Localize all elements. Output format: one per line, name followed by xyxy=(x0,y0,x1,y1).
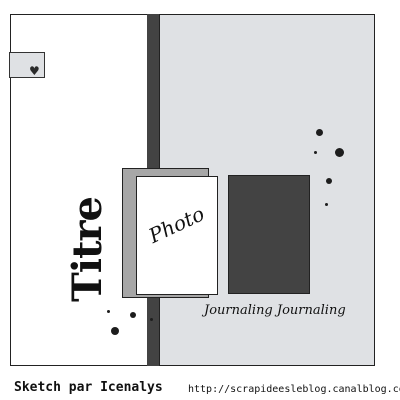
embellishment-dot xyxy=(107,310,110,313)
embellishment-dot xyxy=(325,203,328,206)
embellishment-dot xyxy=(335,148,344,157)
sketch-credit: Sketch par Icenalys xyxy=(14,380,163,395)
embellishment-dot xyxy=(130,312,136,318)
heart-icon: ♥ xyxy=(29,64,40,78)
embellishment-dot xyxy=(326,178,332,184)
heart-tag: ♥ xyxy=(9,52,45,78)
embellishment-dot xyxy=(314,151,317,154)
photo-frame xyxy=(136,176,218,295)
blog-url: http://scrapideesleblog.canalblog.com xyxy=(188,384,400,395)
dark-photo-block xyxy=(228,175,310,294)
sketch-title: Titre xyxy=(64,197,111,302)
embellishment-dot xyxy=(111,327,119,335)
journaling-text: Journaling Journaling xyxy=(204,303,346,318)
embellishment-dot xyxy=(150,318,153,321)
embellishment-dot xyxy=(316,129,323,136)
